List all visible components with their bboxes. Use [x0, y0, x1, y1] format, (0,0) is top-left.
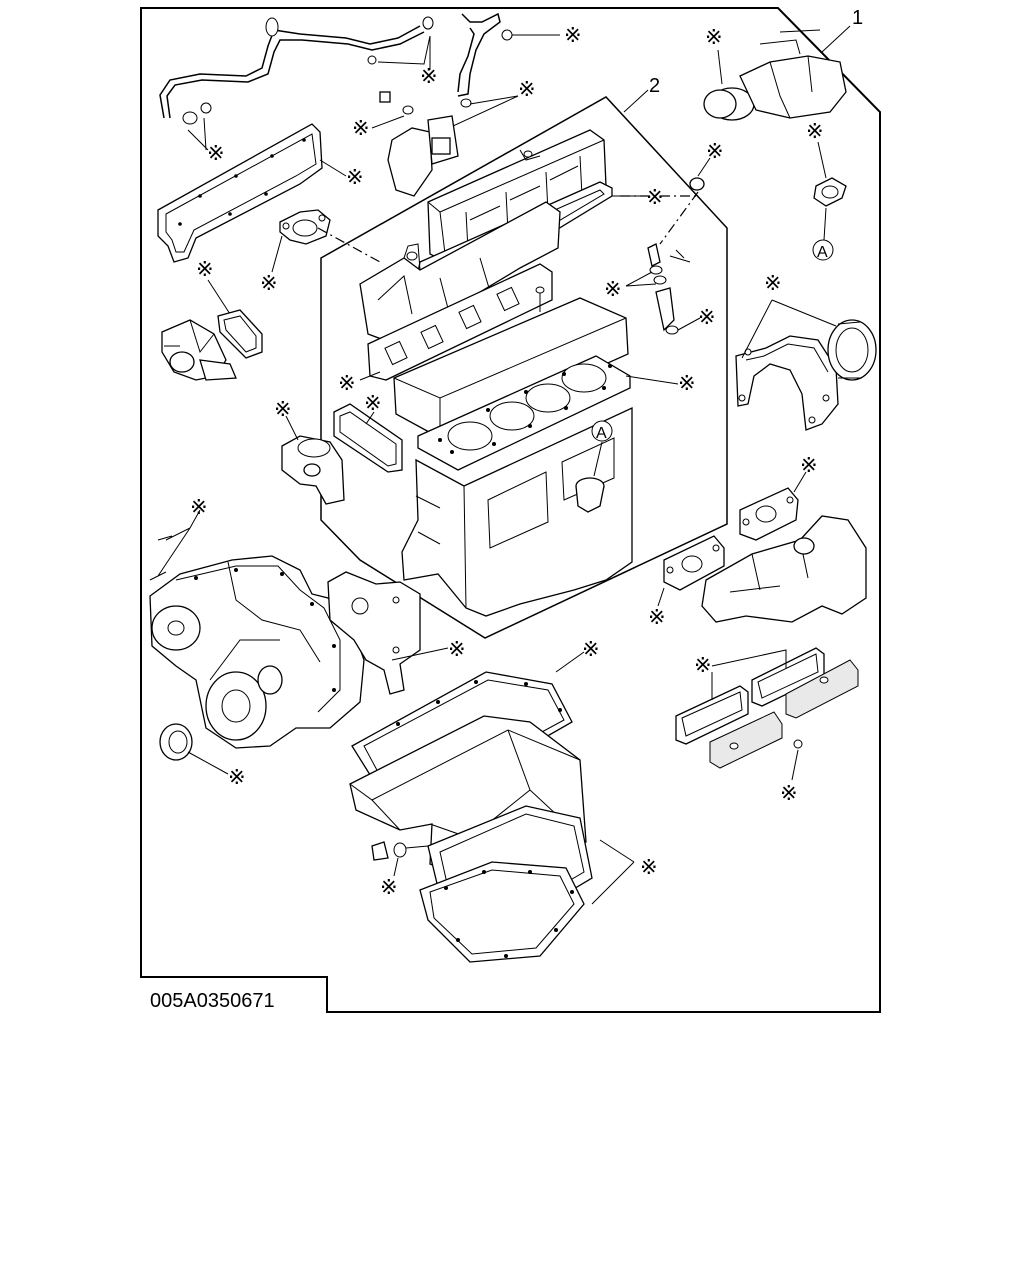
front-oil-seal: [159, 723, 193, 761]
oil-pan-gasket-lower: [419, 861, 585, 963]
small-side-gasket: [333, 403, 403, 473]
kit-mark: ※: [678, 372, 696, 395]
side-covers: [709, 659, 859, 769]
kit-mark: ※: [564, 24, 582, 47]
kit-mark: ※: [420, 65, 438, 88]
kit-mark: ※: [364, 392, 382, 415]
oil-pipe: [159, 16, 434, 125]
turbocharger: [703, 29, 847, 121]
exhaust-gasket-1: [663, 535, 725, 591]
ref-marker-a: [812, 239, 834, 261]
water-pump-gasket: [217, 309, 263, 359]
rear-seal-retainer: [735, 335, 839, 431]
kit-mark: ※: [190, 496, 208, 519]
kit-mark: ※: [780, 782, 798, 805]
exhaust-manifold: [701, 515, 867, 623]
rocker-cover: [427, 129, 607, 263]
ref-marker-a-block-label: A: [596, 425, 607, 442]
intake-manifold: [359, 201, 561, 347]
kit-mark: ※: [698, 306, 716, 329]
rear-oil-seal: [827, 319, 877, 381]
kit-mark: ※: [582, 638, 600, 661]
side-cover-gasket: [157, 123, 323, 263]
kit-mark: ※: [604, 278, 622, 301]
timing-cover-gasket: [175, 565, 341, 713]
kit-mark: ※: [196, 258, 214, 281]
kit-mark: ※: [338, 372, 356, 395]
kit-mark: ※: [346, 166, 364, 189]
ref-marker-a-block: [591, 420, 613, 442]
side-cover-gasket-pair: [675, 647, 825, 745]
kit-mark: ※: [705, 26, 723, 49]
subkit-frame: [320, 96, 728, 639]
exhaust-gasket-2: [739, 487, 799, 541]
ref-marker-a-label: A: [817, 244, 828, 261]
water-pipe: [457, 12, 513, 108]
injector-nozzle: [647, 243, 691, 335]
cylinder-block: [401, 406, 633, 617]
flange-gasket: [813, 177, 847, 207]
kit-mark: ※: [207, 142, 225, 165]
head-gasket: [417, 355, 631, 471]
kit-mark: ※: [380, 876, 398, 899]
thermostat-housing: [379, 91, 459, 197]
callout-2-label: 2: [649, 75, 660, 97]
kit-mark: ※: [260, 272, 278, 295]
front-plate-gasket: [327, 571, 421, 695]
figure-code: 005A0350671: [150, 990, 275, 1012]
kit-mark: ※: [800, 454, 818, 477]
drain-plug: [371, 841, 407, 861]
kit-mark: ※: [646, 186, 664, 209]
kit-mark: ※: [806, 120, 824, 143]
kit-mark: ※: [648, 606, 666, 629]
kit-mark: ※: [228, 766, 246, 789]
kit-mark: ※: [764, 272, 782, 295]
kit-mark: ※: [640, 856, 658, 879]
callout-1-leader: [821, 25, 851, 53]
water-outlet-gasket: [279, 209, 331, 245]
oil-filler-cap: [689, 177, 705, 191]
kit-mark: ※: [694, 654, 712, 677]
kit-mark: ※: [448, 638, 466, 661]
kit-mark: ※: [274, 398, 292, 421]
callout-2-leader: [623, 89, 649, 113]
kit-mark: ※: [352, 117, 370, 140]
kit-mark: ※: [706, 140, 724, 163]
water-pump: [161, 319, 237, 381]
water-inlet-housing: [281, 435, 345, 505]
callout-1-label: 1: [852, 7, 863, 29]
kit-mark: ※: [518, 78, 536, 101]
